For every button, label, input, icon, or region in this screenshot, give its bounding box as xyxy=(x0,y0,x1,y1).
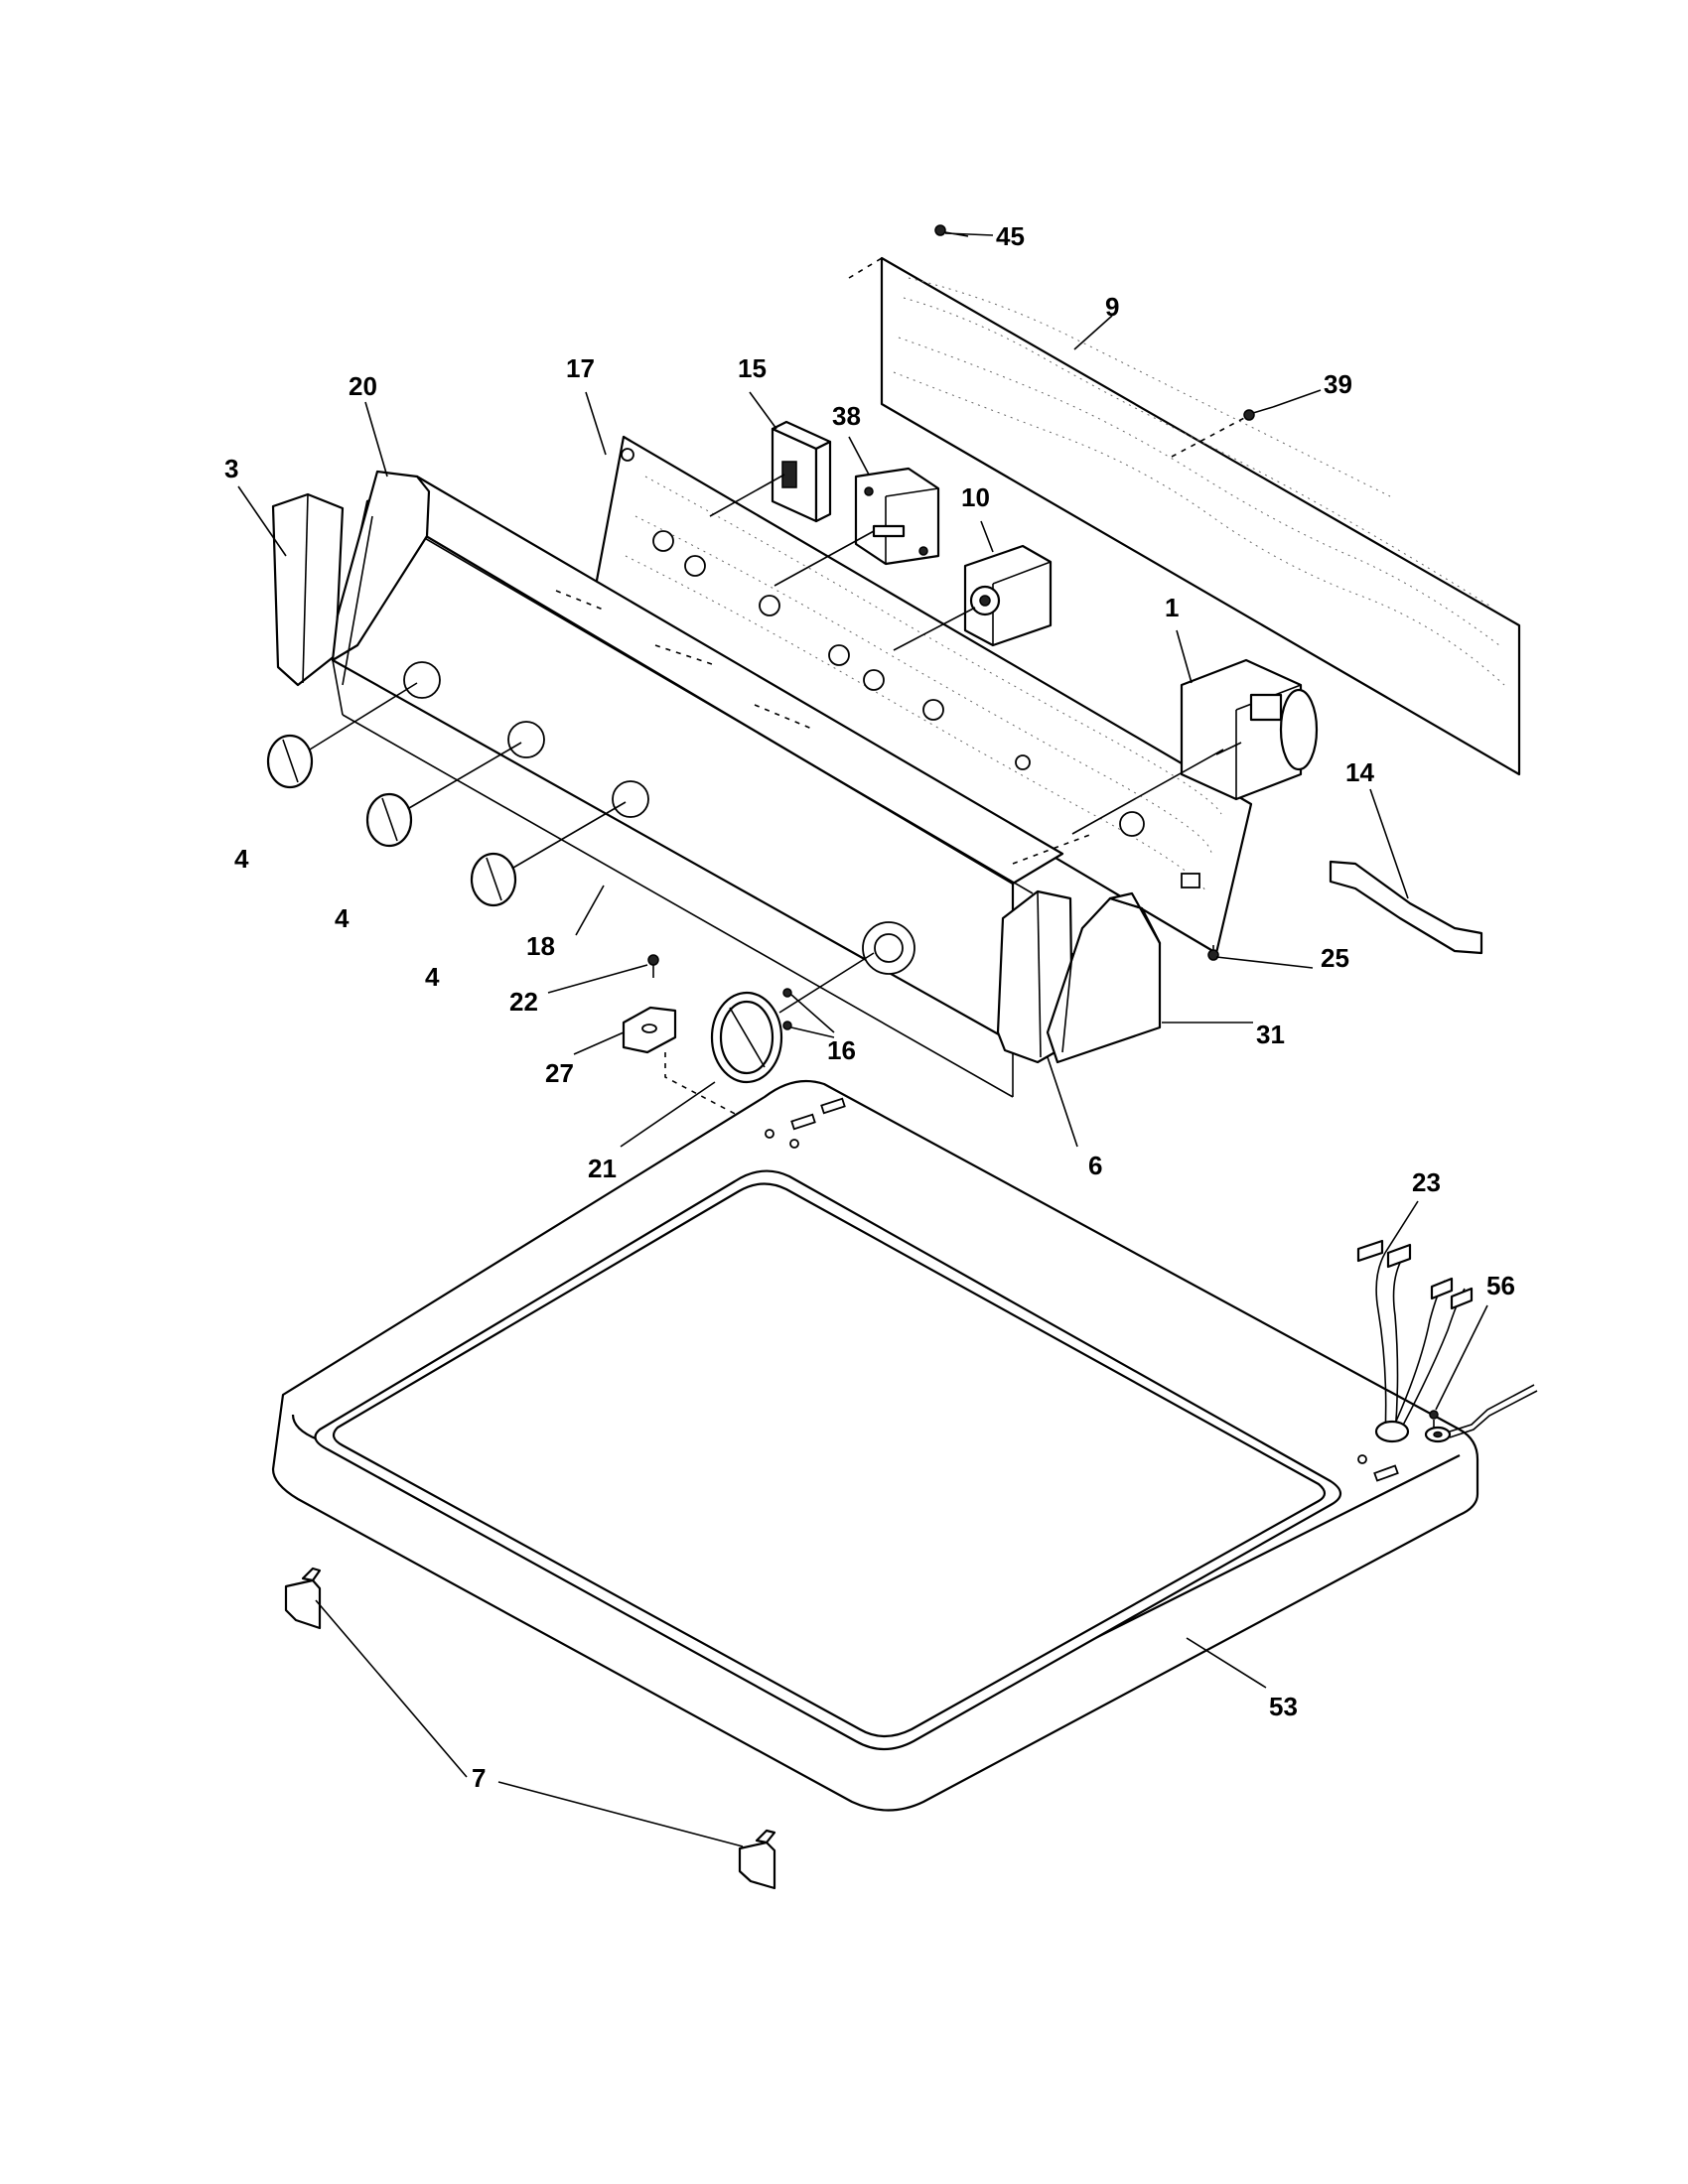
wiring-harness-part-23 xyxy=(1356,1239,1474,1443)
callout-9: 9 xyxy=(1105,292,1119,322)
control-part-10 xyxy=(893,544,1053,651)
callout-labels: 45 9 39 17 15 38 10 20 3 1 14 4 4 4 18 2… xyxy=(224,221,1515,1793)
callout-25: 25 xyxy=(1321,943,1349,973)
switch-part-15 xyxy=(709,420,832,523)
callout-3: 3 xyxy=(224,454,238,483)
screw-39 xyxy=(1243,406,1274,421)
left-bracket-part-20 xyxy=(331,470,431,686)
top-part-53 xyxy=(271,1079,1479,1812)
leader-lines xyxy=(237,232,1488,1847)
callout-45: 45 xyxy=(996,221,1025,251)
timer-knob-part-21 xyxy=(710,952,875,1084)
callout-6: 6 xyxy=(1088,1151,1102,1180)
callout-4c: 4 xyxy=(425,962,440,992)
callout-20: 20 xyxy=(349,371,377,401)
knob-4b xyxy=(365,742,522,848)
console-part-18 xyxy=(331,475,1093,1098)
ground-part-56 xyxy=(1424,1384,1538,1443)
callout-38: 38 xyxy=(832,401,861,431)
callout-27: 27 xyxy=(545,1058,574,1088)
callout-1: 1 xyxy=(1165,593,1179,622)
screw-25 xyxy=(1207,945,1219,961)
callout-39: 39 xyxy=(1324,369,1352,399)
callout-14: 14 xyxy=(1345,757,1374,787)
knob-4c xyxy=(470,801,627,907)
callout-56: 56 xyxy=(1486,1271,1515,1300)
timer-part-1 xyxy=(1071,658,1319,835)
callout-10: 10 xyxy=(961,482,990,512)
clip-7a xyxy=(284,1567,322,1630)
callout-4a: 4 xyxy=(234,844,249,874)
callout-17: 17 xyxy=(566,353,595,383)
screw-22 xyxy=(647,954,659,978)
callout-18: 18 xyxy=(526,931,555,961)
callout-16: 16 xyxy=(827,1035,856,1065)
callout-53: 53 xyxy=(1269,1692,1298,1721)
rear-panel-part xyxy=(848,256,1521,776)
switch-part-38 xyxy=(774,467,940,587)
strip-part-14 xyxy=(1329,860,1483,955)
screw-16 xyxy=(782,988,792,1030)
callout-31: 31 xyxy=(1256,1020,1285,1049)
clip-7b xyxy=(738,1829,776,1890)
right-bracket-part-31 xyxy=(1046,891,1162,1064)
bracket-part-27 xyxy=(622,1006,761,1128)
callout-22: 22 xyxy=(509,987,538,1017)
callout-15: 15 xyxy=(738,353,767,383)
callout-21: 21 xyxy=(588,1154,617,1183)
control-backplate-part xyxy=(594,435,1253,955)
callout-23: 23 xyxy=(1412,1167,1441,1197)
callout-4b: 4 xyxy=(335,903,350,933)
knob-4a xyxy=(266,682,418,789)
callout-7: 7 xyxy=(472,1763,486,1793)
